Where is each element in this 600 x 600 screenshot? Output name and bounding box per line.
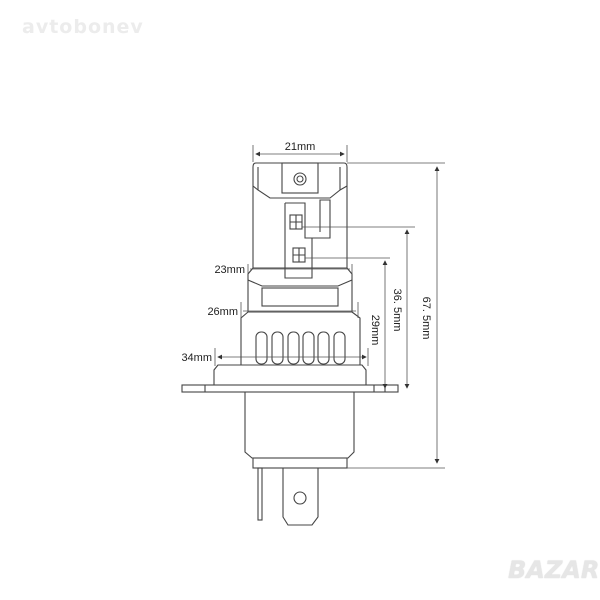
label-29mm: 29mm xyxy=(369,315,381,346)
dimension-labels: 21mm 23mm 26mm 34mm 29mm 36. 5mm 67. 5mm xyxy=(181,141,432,364)
label-34mm: 34mm xyxy=(181,352,212,364)
label-26mm: 26mm xyxy=(207,306,238,318)
label-36-5mm: 36. 5mm xyxy=(391,289,403,332)
collar xyxy=(213,364,367,386)
terminal-pin-left xyxy=(257,467,263,521)
heatsink-fins xyxy=(255,331,346,365)
terminal-tab xyxy=(282,468,319,526)
label-21mm: 21mm xyxy=(285,141,316,153)
dimension-lines xyxy=(214,145,445,469)
bulb-outline xyxy=(181,162,399,526)
watermark-bazar: BAZAR xyxy=(508,556,600,584)
led-head-lower xyxy=(247,267,353,313)
flange xyxy=(181,384,399,393)
label-23mm: 23mm xyxy=(214,264,245,276)
tab-hole xyxy=(293,491,307,505)
watermark-avtobonev: avtobonev xyxy=(22,16,144,38)
screw-icon xyxy=(293,172,307,186)
base-body xyxy=(244,392,355,459)
label-67-5mm: 67. 5mm xyxy=(420,297,432,340)
